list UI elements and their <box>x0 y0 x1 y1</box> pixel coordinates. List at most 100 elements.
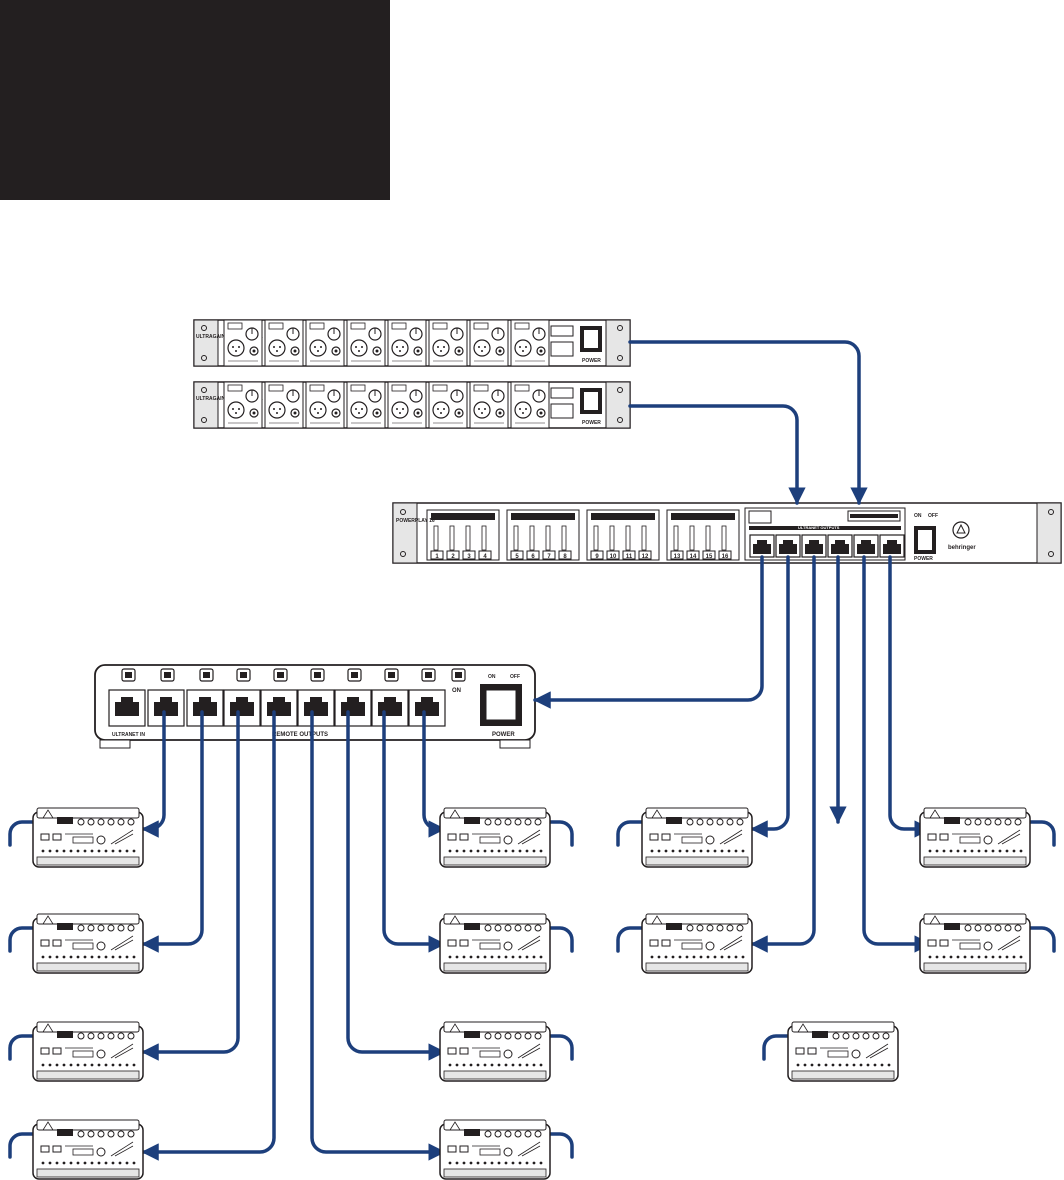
channel-number: 8 <box>563 554 567 560</box>
cable-to-mixer-c2 <box>750 555 816 953</box>
cable-distributor-to-hub <box>533 555 764 709</box>
hub-outputs-label: REMOTE OUTPUTS <box>272 732 328 738</box>
cable-to-mixer-b1 <box>422 710 446 838</box>
ultranet-port-5 <box>853 534 879 558</box>
channel-number: 11 <box>626 554 633 560</box>
hub-input-port <box>108 689 146 727</box>
cable-to-mixer-b4 <box>310 710 446 1161</box>
distributor-rack: POWERPLAY 16 <box>392 502 1062 564</box>
hub-unit: ULTRANET IN REMOTE OUTPUTS ON ON OFF POW… <box>94 664 536 749</box>
hub-output-port <box>297 689 335 727</box>
preamp-power-label-1: POWER <box>582 358 601 364</box>
channel-number-box <box>606 550 620 560</box>
personal-mixer-icon <box>641 913 753 974</box>
hub-led <box>310 668 325 682</box>
channel-number-box <box>542 550 556 560</box>
ultranet-port-4 <box>827 534 853 558</box>
channel-number: 2 <box>451 554 455 560</box>
personal-mixer-icon <box>32 807 144 868</box>
personal-mixer-icon <box>439 913 551 974</box>
hub-output-port <box>408 689 446 727</box>
channel-number-box <box>622 550 636 560</box>
personal-mixer-icon <box>439 1119 551 1180</box>
channel-number: 16 <box>722 554 729 560</box>
personal-mixer-icon <box>919 913 1031 974</box>
preamp-rack-1: ULTRAGAIN PRO-8 DIGITAL POWER <box>193 319 631 367</box>
hub-power-label: POWER <box>492 732 515 738</box>
channel-number: 13 <box>674 554 681 560</box>
hub-output-port <box>371 689 409 727</box>
hub-off-label: OFF <box>510 674 520 680</box>
channel-number-box <box>670 550 684 560</box>
hub-led <box>199 668 214 682</box>
channel-number-box <box>702 550 716 560</box>
cable-to-mixer-d1 <box>888 555 932 838</box>
cable-to-mixer-b3 <box>346 710 446 1061</box>
cable-preamp2-to-distributor <box>628 404 806 505</box>
preamp-power-label-2: POWER <box>582 420 601 426</box>
hub-led <box>273 668 288 682</box>
channel-number-box <box>590 550 604 560</box>
personal-mixer-icon <box>641 807 753 868</box>
personal-mixer-icon <box>32 913 144 974</box>
personal-mixer-icon <box>919 807 1031 868</box>
channel-number-box <box>558 550 572 560</box>
distributor-output-label: ULTRANET OUTPUTS <box>798 525 840 530</box>
hub-input-label: ULTRANET IN <box>112 732 145 738</box>
ultranet-port-2 <box>775 534 801 558</box>
distributor-off-label: OFF <box>928 513 938 519</box>
personal-mixer-icon <box>439 807 551 868</box>
personal-mixers <box>32 807 1031 1180</box>
hub-output-port <box>147 689 185 727</box>
channel-number-box <box>430 550 444 560</box>
channel-number-box <box>510 550 524 560</box>
cable-to-mixer-a3 <box>141 710 240 1061</box>
channel-number-box <box>638 550 652 560</box>
personal-mixer-icon <box>439 1021 551 1082</box>
hub-output-port <box>334 689 372 727</box>
channel-number: 6 <box>531 554 535 560</box>
preamp-rack-2: ULTRAGAIN PRO-8 DIGITAL POWER <box>193 381 631 429</box>
channel-number-box <box>718 550 732 560</box>
channel-number: 15 <box>706 554 713 560</box>
channel-number-box <box>526 550 540 560</box>
distributor-power-label: POWER <box>914 556 933 562</box>
channel-number-box <box>462 550 476 560</box>
cable-to-mixer-a1 <box>141 710 166 838</box>
channel-number: 1 <box>435 554 439 560</box>
cable-preamp1-to-distributor <box>628 340 868 505</box>
channel-number: 10 <box>610 554 617 560</box>
hub-output-port <box>260 689 298 727</box>
channel-number: 4 <box>483 554 487 560</box>
distributor-brand: behringer <box>948 545 976 551</box>
brand-logo-icon <box>952 521 970 539</box>
channel-number: 7 <box>547 554 551 560</box>
cable-to-mixer-b2 <box>382 710 446 953</box>
hub-output-port <box>186 689 224 727</box>
distributor-on-label: ON <box>914 513 922 519</box>
ultranet-port-1 <box>749 534 775 558</box>
cable-to-mixer-d2 <box>862 555 932 953</box>
hub-output-port <box>223 689 261 727</box>
hub-led <box>347 668 362 682</box>
hub-led <box>384 668 399 682</box>
title-block <box>0 0 390 200</box>
channel-number-box <box>686 550 700 560</box>
personal-mixer-icon <box>32 1119 144 1180</box>
cables <box>8 340 1056 1161</box>
hub-led <box>421 668 436 682</box>
channel-number-box <box>478 550 492 560</box>
cable-to-mixer-c1 <box>750 555 790 838</box>
distributor-model-label: POWERPLAY 16 <box>396 518 435 524</box>
channel-number-box <box>446 550 460 560</box>
hub-on-label: ON <box>488 674 496 680</box>
hub-led <box>236 668 251 682</box>
hub-led <box>160 668 175 682</box>
ultranet-port-6 <box>879 534 905 558</box>
channel-number: 12 <box>642 554 649 560</box>
hub-led <box>121 668 136 682</box>
ultranet-port-3 <box>801 534 827 558</box>
cable-to-mixer-a2 <box>141 710 204 953</box>
channel-number: 9 <box>595 554 599 560</box>
